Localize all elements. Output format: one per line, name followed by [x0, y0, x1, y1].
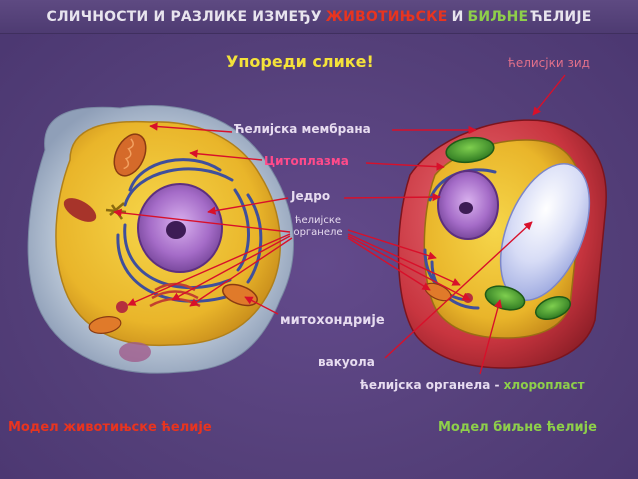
animal-lysosome-1 — [63, 198, 97, 222]
arrow-organelle-animal-2 — [127, 233, 291, 306]
animal-nucleolus — [166, 221, 186, 239]
plant-chloroplast-1 — [445, 136, 495, 164]
slide-title: СЛИЧНОСТИ И РАЗЛИКЕ ИЗМЕЂУ ЖИВОТИЊСКЕ И … — [0, 0, 638, 34]
label-organelles: ћелијске органеле — [288, 215, 348, 239]
animal-mitochondrion-1 — [113, 133, 147, 177]
plant-cell — [397, 119, 607, 369]
caption-plant-cell: Модел биљне ћелије — [438, 420, 597, 435]
arrow-cytoplasm-plant — [365, 162, 445, 171]
label-cell-wall: ћелисјки зид — [508, 56, 590, 70]
arrow-organelle-animal-1 — [113, 208, 291, 233]
arrow-organelle-animal-4 — [189, 237, 293, 307]
arrow-nucleus-plant — [343, 192, 441, 202]
title-plant-word: БИЉНЕ — [467, 8, 529, 25]
title-animal-word: ЖИВОТИЊСКЕ — [325, 8, 448, 25]
plant-chloroplast-3 — [534, 296, 572, 320]
arrow-cell-wall — [532, 74, 566, 116]
title-suffix: ЋЕЛИЈЕ — [530, 8, 592, 25]
title-conjunction: И — [451, 8, 464, 25]
arrow-vacuole — [384, 221, 533, 359]
animal-endoplasmic-reticulum — [116, 158, 263, 303]
arrow-chloroplast — [479, 299, 503, 375]
pointer-arrows — [113, 74, 566, 375]
title-prefix: СЛИЧНОСТИ И РАЗЛИКЕ ИЗМЕЂУ — [46, 8, 322, 25]
animal-mitochondrion-3 — [88, 316, 122, 334]
label-vacuole: вакуола — [318, 355, 375, 369]
plant-vesicle — [463, 293, 473, 303]
animal-lysosome-2 — [119, 342, 151, 362]
label-cytoplasm: Цитоплазма — [264, 154, 349, 168]
arrow-organelle-animal-3 — [171, 235, 291, 301]
instruction-text: Упореди слике! — [226, 52, 374, 71]
arrow-mitochondria-animal — [244, 296, 279, 315]
label-chloroplast-prefix: ћелијска органела - — [360, 378, 500, 392]
label-organelles-line-1: ћелијске — [294, 215, 342, 226]
animal-vesicle — [116, 301, 128, 313]
arrow-membrane-animal — [149, 122, 233, 133]
animal-cell — [27, 105, 294, 374]
arrow-cytoplasm-animal — [189, 149, 263, 161]
label-organelles-line-2: органеле — [293, 227, 343, 238]
plant-nucleolus — [459, 202, 473, 214]
arrow-organelle-plant-1 — [347, 229, 437, 260]
label-chloroplast: ћелијска органела - хлоропласт — [360, 378, 585, 392]
arrow-organelle-plant-4 — [347, 237, 431, 291]
label-mitochondria: митохондрије — [280, 313, 385, 328]
label-cell-membrane: Ћелијска мембрана — [234, 122, 371, 136]
label-chloroplast-word: хлоропласт — [503, 378, 585, 392]
arrow-organelle-plant-3 — [347, 235, 471, 301]
caption-animal-cell: Модел животињске ћелије — [8, 420, 212, 435]
arrow-organelle-plant-2 — [347, 233, 461, 286]
arrow-nucleus-animal — [207, 197, 289, 215]
label-nucleus: Једро — [291, 189, 331, 203]
